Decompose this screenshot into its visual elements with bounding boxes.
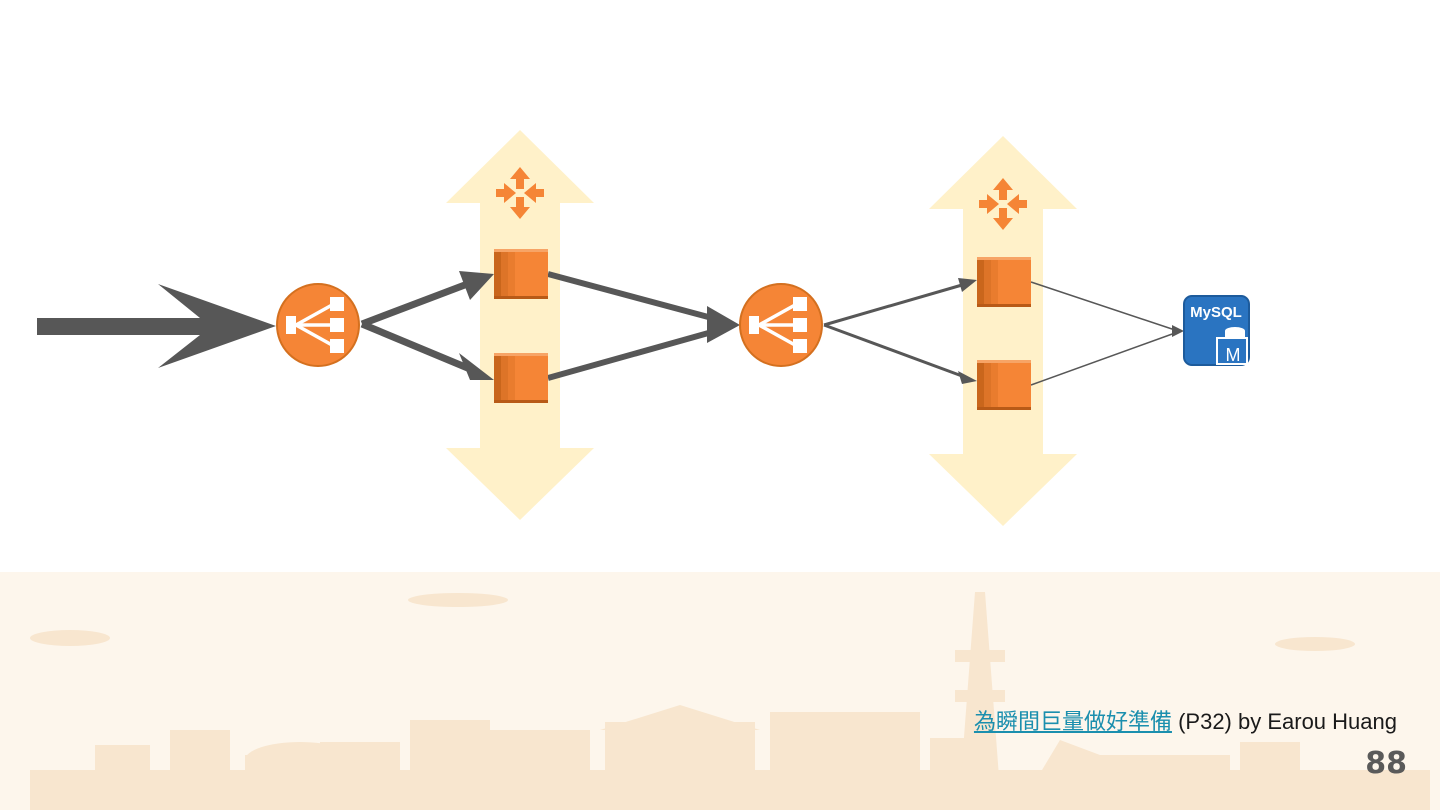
city-skyline-background — [0, 572, 1440, 810]
ec2-instance-icon-web-2 — [494, 353, 548, 403]
ec2-instance-icon-app-2 — [977, 360, 1031, 410]
source-caption: 為瞬間巨量做好準備 (P32) by Earou Huang — [974, 704, 1397, 736]
source-suffix: (P32) by Earou Huang — [1171, 709, 1397, 734]
page-number: 88 — [1365, 746, 1407, 781]
mysql-master-badge: M — [1226, 345, 1241, 365]
ec2-instance-icon-web-1 — [494, 249, 548, 299]
connectors-elb1-to-web — [360, 271, 494, 380]
mysql-label: MySQL — [1190, 304, 1242, 321]
mysql-database-icon: MySQL M — [1183, 295, 1250, 366]
connectors-elb2-to-app — [823, 278, 977, 384]
incoming-traffic-arrow — [37, 284, 276, 368]
connectors-web-to-elb2 — [547, 271, 740, 381]
load-balancer-icon-internal — [738, 282, 824, 368]
connectors-app-to-db — [1030, 281, 1184, 386]
ec2-instance-icon-app-1 — [977, 257, 1031, 307]
source-link[interactable]: 為瞬間巨量做好準備 — [973, 709, 1172, 734]
load-balancer-icon-front — [275, 282, 361, 368]
